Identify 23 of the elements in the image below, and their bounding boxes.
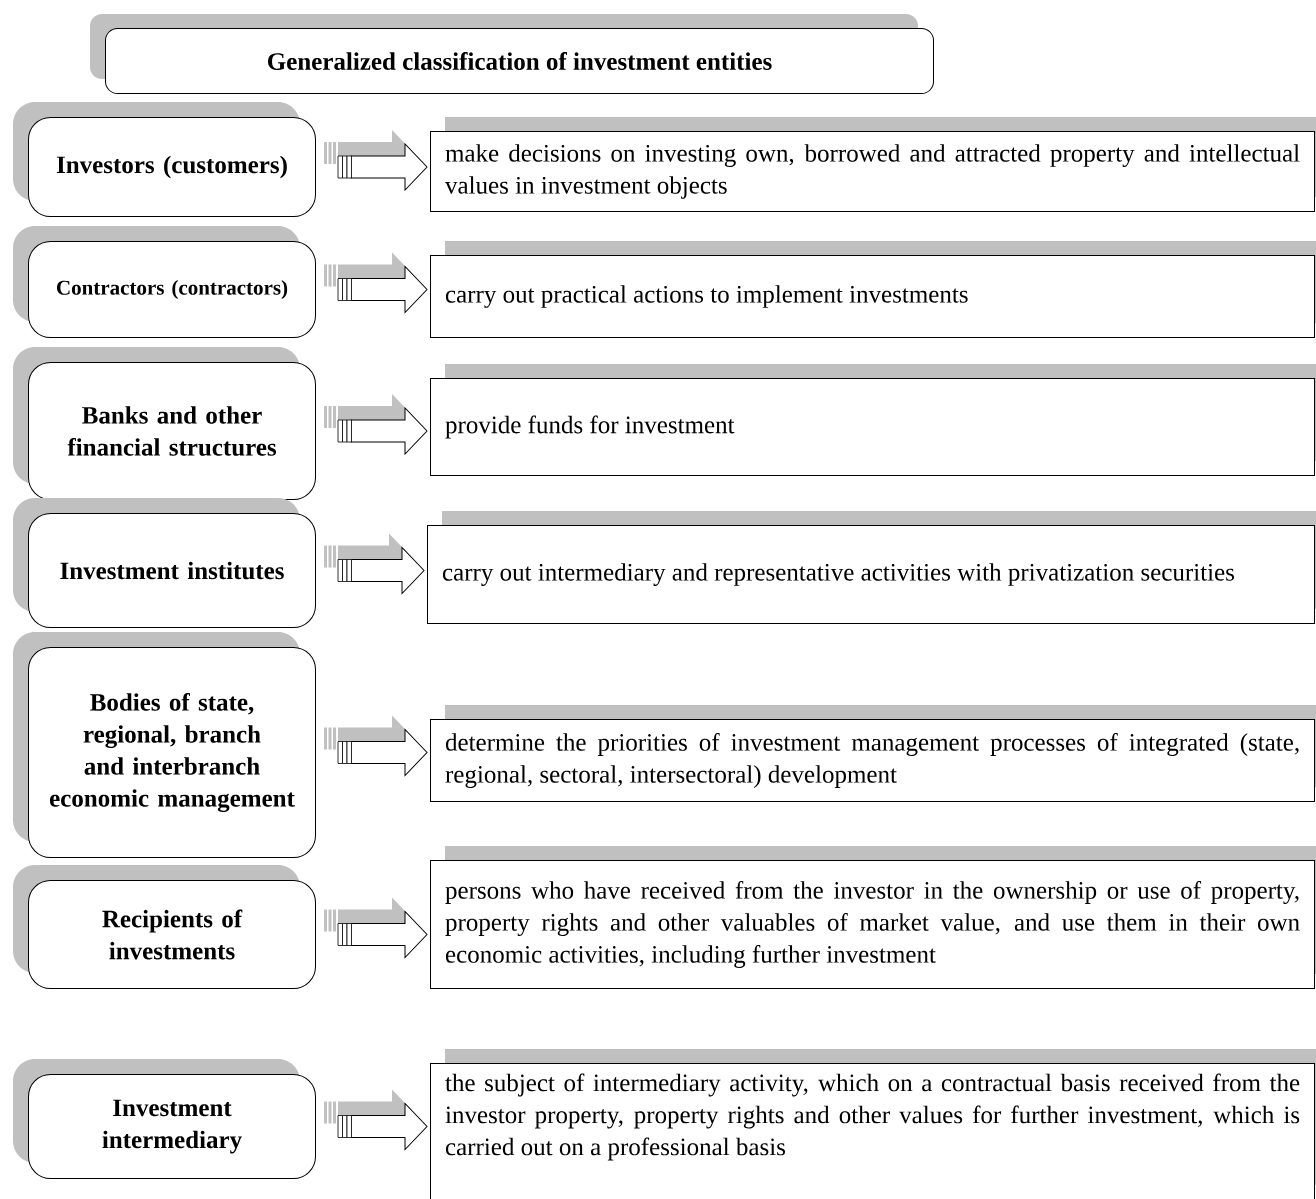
text-box: persons who have received from the investor in the ownership or use of property, property rights and other valuables of market value, and use them in their own economic activities, including further investment xyxy=(430,846,1316,989)
rounded-box: Banks and other financial structures xyxy=(13,347,316,500)
rounded-box: Bodies of state, regional, branch and interbranch economic management xyxy=(13,632,316,858)
text-box: the subject of intermediary activity, which on a contractual basis received from the investor property, property rights and other values for further investment, which is carried out on a professional basis xyxy=(430,1049,1316,1199)
block-arrow xyxy=(324,394,428,455)
block-arrow xyxy=(324,897,428,958)
block-arrow xyxy=(324,130,428,191)
block-arrow xyxy=(324,1089,428,1150)
block-arrow xyxy=(324,252,428,313)
block-arrow xyxy=(324,533,425,594)
text-box: provide funds for investment xyxy=(430,364,1316,476)
text-box: determine the priorities of investment management processes of integrated (state, regional, sectoral, intersectoral) development xyxy=(430,705,1316,802)
rounded-box: Contractors (contractors) xyxy=(13,226,316,338)
rounded-box: Investment intermediary xyxy=(13,1059,316,1179)
block-arrow xyxy=(324,715,428,776)
text-box: carry out intermediary and representative activities with privatization securities xyxy=(427,511,1316,624)
rounded-box: Investment institutes xyxy=(13,498,316,628)
text-box: make decisions on investing own, borrowed and attracted property and intellectual values in investment objects xyxy=(430,117,1316,212)
rounded-box: Investors (customers) xyxy=(13,102,316,217)
rounded-box: Recipients of investments xyxy=(13,865,316,989)
title-box: Generalized classification of investment entities xyxy=(90,14,934,94)
node-label: the subject of intermediary activity, which on a contractual basis received from the investor property, property rights and other values for further investment, which is carried out on a professional basis xyxy=(445,1073,1300,1161)
text-box: carry out practical actions to implement investments xyxy=(430,241,1316,338)
